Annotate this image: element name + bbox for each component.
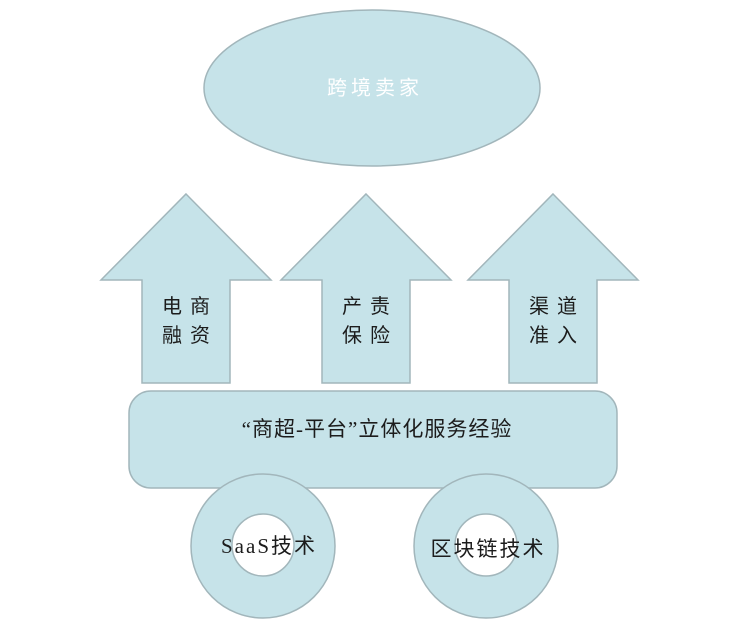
arrow-label-line: 融资 bbox=[162, 325, 218, 347]
wheel-saas bbox=[190, 473, 336, 619]
wheel-saas-label: SaaS技术 bbox=[221, 534, 317, 558]
cross-border-seller-ellipse bbox=[203, 9, 541, 167]
wheel-blockchain bbox=[413, 473, 559, 619]
platform-bar-label: “商超-平台”立体化服务经验 bbox=[241, 417, 513, 441]
wheel-blockchain-hub-circle bbox=[454, 513, 518, 577]
wheel-saas-hub-circle bbox=[231, 513, 295, 577]
wheel-blockchain-label: 区块链技术 bbox=[430, 537, 546, 561]
arrow-label-ecommerce-financing: 电商 融资 bbox=[162, 293, 218, 351]
arrow-label-line: 产责 bbox=[342, 296, 398, 318]
arrow-label-line: 准入 bbox=[529, 325, 585, 347]
up-arrow-channel-access bbox=[466, 192, 640, 384]
up-arrow-ecommerce-financing bbox=[99, 192, 273, 384]
arrow-label-line: 电商 bbox=[162, 296, 218, 318]
platform-bar-shape bbox=[128, 390, 618, 489]
arrow-label-line: 保险 bbox=[342, 325, 398, 347]
up-arrow-product-liability-insurance bbox=[279, 192, 453, 384]
arrow-label-product-liability-insurance: 产责 保险 bbox=[342, 293, 398, 351]
cross-border-seller-label: 跨境卖家 bbox=[327, 77, 423, 100]
arrow-label-channel-access: 渠道 准入 bbox=[529, 293, 585, 351]
arrow-label-line: 渠道 bbox=[529, 296, 585, 318]
